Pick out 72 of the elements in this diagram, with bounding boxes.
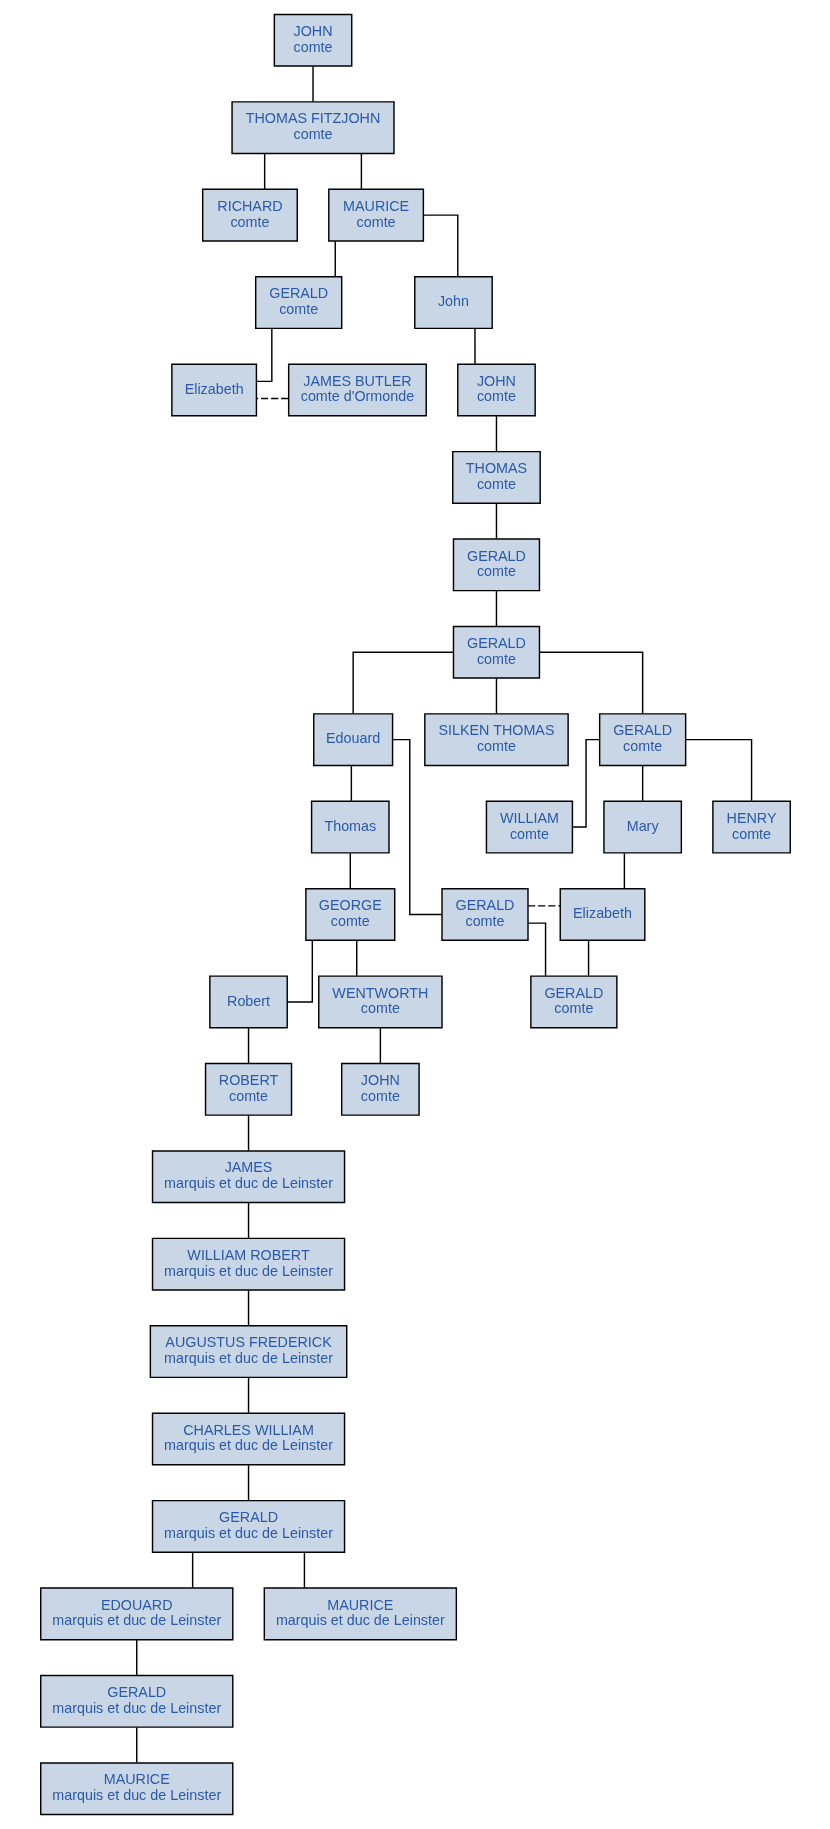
connector (263, 153, 265, 190)
node-box: HENRY comte (711, 800, 791, 854)
connector (247, 1202, 249, 1239)
node-box: MAURICE marquis et duc de Leinster (39, 1762, 233, 1816)
connector (623, 852, 625, 889)
connector (526, 905, 561, 907)
node-box: GERALD comte (440, 888, 529, 941)
connector (247, 1464, 249, 1501)
node-box: Elizabeth (559, 888, 645, 941)
connector (495, 502, 497, 540)
connector (191, 1551, 193, 1589)
connector (360, 153, 362, 190)
node-box: JOHN comte (456, 363, 536, 417)
connector (495, 590, 497, 627)
connector (495, 415, 497, 452)
connector (247, 1377, 249, 1414)
connector (355, 940, 357, 977)
node-box: THOMAS comte (451, 450, 541, 504)
connector (538, 651, 643, 715)
node-box: Thomas (310, 800, 390, 854)
connector (473, 328, 476, 365)
connector (641, 765, 643, 802)
node-box: GEORGE comte (304, 888, 395, 941)
node-box: Robert (208, 975, 288, 1029)
connector (247, 1027, 249, 1064)
node-box: GERALD marquis et duc de Leinster (151, 1499, 345, 1553)
node-box: JAMES BUTLER comte d'Ormonde (287, 363, 427, 417)
connector (391, 738, 442, 916)
connector (255, 327, 273, 383)
node-box: GERALD comte (452, 625, 540, 679)
node-box: GERALD comte (529, 975, 618, 1029)
node-box: JOHN comte (340, 1062, 420, 1116)
connector (247, 1114, 249, 1152)
node-box: AUGUSTUS FREDERICK marquis et duc de Leinster (149, 1325, 347, 1379)
connector (527, 922, 546, 977)
node-box: GERALD comte (452, 538, 540, 592)
node-box: GERALD comte (598, 713, 686, 767)
node-box: John (413, 276, 493, 330)
node-box: JOHN comte (273, 13, 352, 67)
connector (684, 738, 752, 802)
node-box: WILLIAM ROBERT marquis et duc de Leinster (151, 1237, 345, 1291)
node-box: SILKEN THOMAS comte (423, 713, 569, 767)
connector (255, 397, 289, 400)
node-box: JAMES marquis et duc de Leinster (151, 1150, 345, 1204)
node-box: MAURICE marquis et duc de Leinster (263, 1587, 457, 1641)
node-box: Elizabeth (170, 363, 257, 417)
node-box: THOMAS FITZJOHN comte (230, 101, 395, 155)
node-box: EDOUARD marquis et duc de Leinster (39, 1587, 233, 1641)
node-box: WILLIAM comte (485, 800, 573, 854)
node-box: Mary (602, 800, 682, 854)
connector (303, 1551, 305, 1589)
connector (379, 1027, 381, 1064)
connector (349, 852, 351, 889)
node-box: GERALD comte (254, 276, 342, 330)
connector (351, 651, 454, 715)
connector (247, 1289, 249, 1327)
connector (587, 940, 589, 977)
connector (495, 677, 497, 715)
node-box: WENTWORTH comte (317, 975, 443, 1029)
connector (571, 738, 600, 828)
node-box: GERALD marquis et duc de Leinster (39, 1674, 233, 1728)
connector (422, 214, 458, 278)
node-box: Edouard (312, 713, 393, 767)
connector (334, 240, 336, 278)
connector (135, 1639, 137, 1676)
connector (135, 1726, 137, 1764)
connector (311, 65, 314, 103)
node-box: ROBERT comte (204, 1062, 292, 1116)
connector (350, 765, 352, 802)
node-box: RICHARD comte (201, 188, 298, 242)
node-box: MAURICE comte (327, 188, 424, 242)
node-box: CHARLES WILLIAM marquis et duc de Leinster (151, 1412, 345, 1466)
